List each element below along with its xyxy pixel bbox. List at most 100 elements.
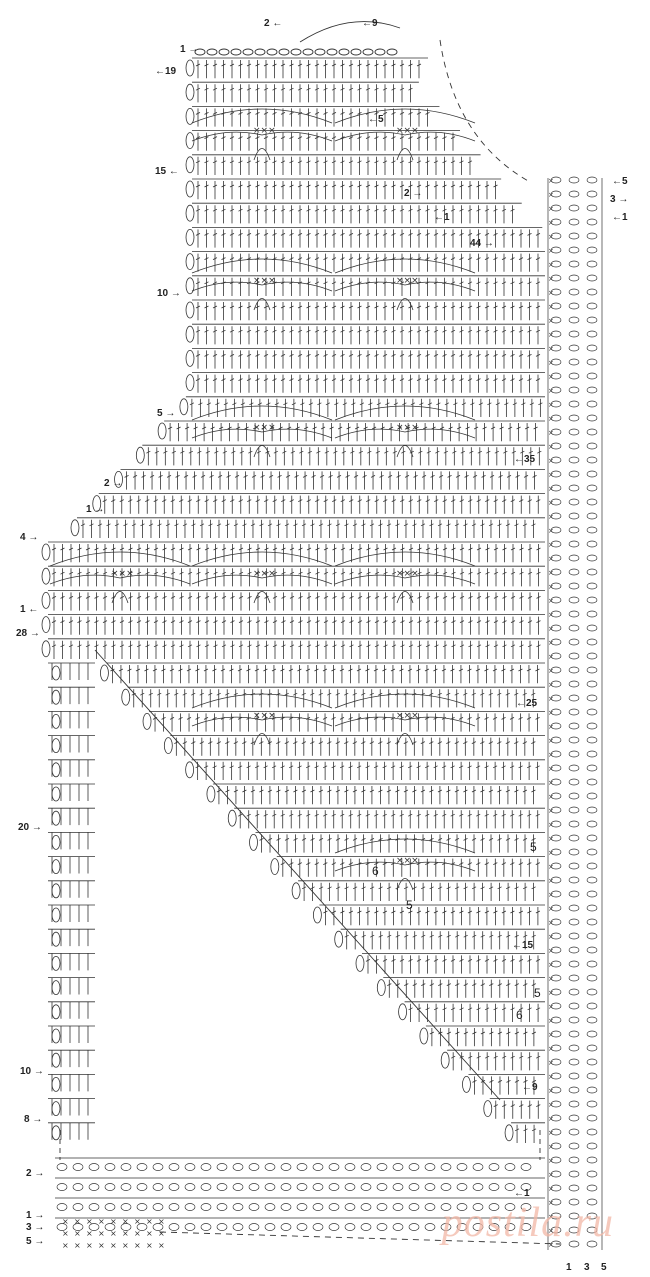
dc-bar <box>442 233 447 236</box>
dc-bar <box>459 910 464 914</box>
dc-bar <box>212 281 218 285</box>
dc-bar <box>391 620 397 623</box>
border-sc-mark: × <box>548 751 554 759</box>
motif-arch-left <box>49 574 121 585</box>
dc-bar <box>357 547 363 551</box>
dc-bar <box>255 644 261 648</box>
dc-bar <box>310 886 315 890</box>
dc-bar <box>332 644 337 648</box>
dc-bar <box>128 547 133 551</box>
shoulder-chain <box>350 48 362 56</box>
dc-bar <box>480 983 485 986</box>
border-sc-mark: × <box>548 583 554 591</box>
dc-bar <box>476 329 481 333</box>
dc-bar <box>459 257 464 260</box>
dc-bar <box>344 838 349 841</box>
dc-bar <box>280 63 286 67</box>
dc-bar <box>442 547 448 551</box>
bottom-label-5: 5 <box>601 1262 607 1273</box>
dc-bar <box>425 862 430 865</box>
border-sc-mark: × <box>548 345 554 353</box>
dc-bar <box>514 789 519 793</box>
dc-bar <box>323 644 329 648</box>
dc-bar <box>374 499 379 502</box>
dc-bar <box>357 499 362 502</box>
dc-bar <box>442 644 448 648</box>
dc-bar <box>476 596 482 599</box>
border-chain <box>586 834 598 842</box>
dc-bar <box>199 692 204 696</box>
dc-bar <box>454 741 460 744</box>
motif-arch <box>191 551 333 567</box>
dc-bar <box>506 983 511 986</box>
armhole-dashed-curve <box>439 39 531 183</box>
hem-sc-mark: × <box>134 1217 141 1226</box>
dc-bar <box>484 668 489 672</box>
border-sc-mark: × <box>548 1143 554 1151</box>
dc-bar <box>259 789 264 793</box>
motif-petal <box>253 733 271 746</box>
dc-bar <box>404 983 409 986</box>
dc-bar <box>446 886 451 890</box>
dc-bar <box>280 862 285 865</box>
dc-bar <box>488 523 494 527</box>
dc-bar <box>439 426 445 430</box>
dc-bar <box>391 959 396 962</box>
dc-bar <box>501 354 507 357</box>
dc-bar <box>331 378 337 381</box>
dc-bar <box>348 354 354 357</box>
dc-bar <box>527 499 532 502</box>
border-chain <box>568 568 580 576</box>
dc-bar <box>433 765 438 769</box>
dc-bar <box>501 233 507 236</box>
dc-bar <box>459 862 464 865</box>
dc-bar <box>518 1007 524 1011</box>
dc-bar <box>450 233 456 236</box>
border-chain <box>550 1226 562 1234</box>
border-chain <box>550 302 562 310</box>
hem-chain <box>440 1223 452 1231</box>
dc-bar <box>348 184 354 188</box>
dc-bar <box>225 741 230 744</box>
motif-arch <box>334 551 476 567</box>
dc-bar <box>272 233 277 236</box>
hem-chain <box>136 1223 148 1231</box>
dc-bar <box>314 136 320 139</box>
hem-sc-mark: × <box>86 1229 93 1238</box>
dc-bar <box>433 1007 439 1011</box>
border-sc-mark: × <box>548 695 554 703</box>
dc-bar <box>188 450 193 454</box>
dc-bar <box>386 741 392 744</box>
dc-bar <box>153 499 158 502</box>
turning-chain <box>163 737 173 754</box>
border-sc-mark: × <box>548 443 554 451</box>
dc-bar <box>501 1007 507 1011</box>
dc-bar <box>149 475 155 478</box>
dc-bar <box>267 741 273 744</box>
dc-bar <box>324 450 329 454</box>
dc-bar <box>382 305 388 309</box>
dc-bar <box>204 136 209 139</box>
dc-bar <box>416 208 422 212</box>
dc-bar <box>306 305 311 309</box>
dc-bar <box>267 838 273 841</box>
motif-arch-left <box>334 716 406 727</box>
dc-bar <box>484 910 490 914</box>
dc-bar <box>531 1128 537 1132</box>
dc-bar <box>518 329 524 333</box>
dc-bar <box>359 402 365 406</box>
border-chain <box>586 1058 598 1066</box>
border-chain <box>586 918 598 926</box>
border-sc-mark: × <box>548 947 554 955</box>
dc-bar <box>514 983 519 986</box>
dc-bar <box>488 838 494 841</box>
dc-bar <box>382 87 388 91</box>
dc-bar <box>450 305 456 309</box>
dc-bar <box>446 741 451 744</box>
motif-arch <box>334 693 476 709</box>
dc-bar <box>443 450 448 454</box>
hem-chain <box>296 1203 308 1211</box>
dc-bar <box>510 1055 515 1059</box>
dc-bar <box>318 789 324 793</box>
dc-bar <box>451 596 456 599</box>
